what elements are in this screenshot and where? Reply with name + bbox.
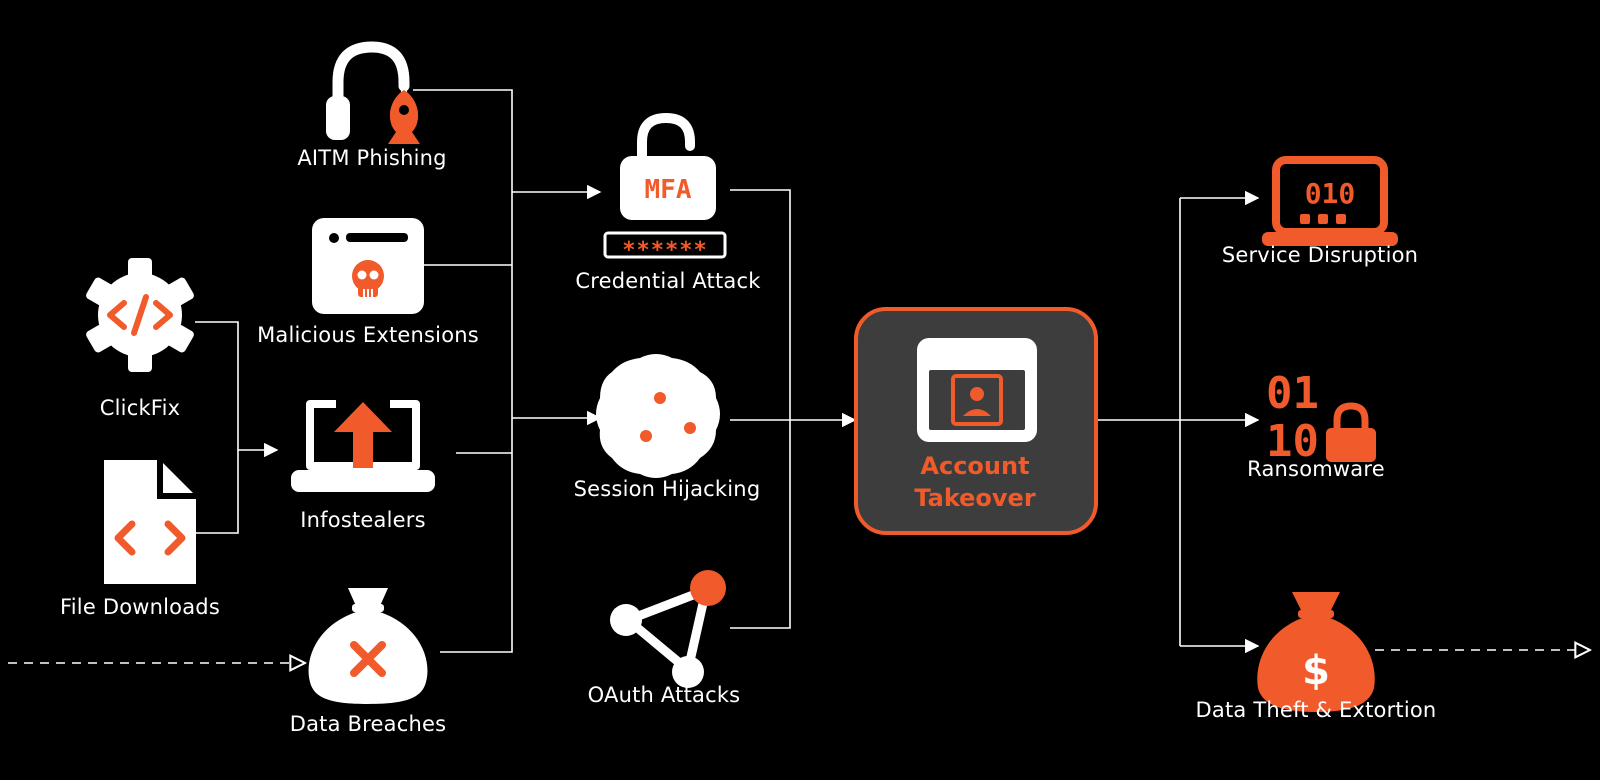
connector-filedownloads-infostealers — [195, 450, 239, 534]
binary-line-2: 10 — [1266, 416, 1319, 467]
connector-credential-ato — [730, 189, 791, 420]
code-file-icon — [104, 460, 196, 584]
node-label-oauth-attacks: OAuth Attacks — [587, 683, 741, 707]
breach-bag-icon — [308, 588, 428, 704]
node-label-session-hijacking: Session Hijacking — [573, 477, 761, 501]
connector-clickfix-infostealers — [195, 321, 279, 458]
account-takeover-line-1: Account — [920, 452, 1030, 480]
currency-symbol: $ — [1302, 648, 1330, 694]
connector-oauth-ato — [730, 420, 791, 629]
cookie-icon — [596, 354, 720, 478]
money-bag-icon: $ — [1257, 592, 1375, 712]
account-window-icon — [917, 338, 1037, 442]
account-takeover-line-2: Takeover — [914, 484, 1036, 512]
node-label-data-breaches: Data Breaches — [289, 712, 447, 736]
mfa-lock-icon: MFA ****** — [603, 112, 727, 263]
phishing-hook-icon — [326, 41, 420, 144]
connector-aitm-bus — [413, 89, 513, 192]
connector-breaches-bus — [440, 418, 513, 653]
node-label-clickfix: ClickFix — [99, 396, 181, 420]
binary-screen-text: 010 — [1305, 177, 1356, 210]
binary-line-1: 01 — [1266, 368, 1319, 419]
laptop-upload-icon — [291, 400, 435, 492]
node-label-data-theft: Data Theft & Extortion — [1195, 698, 1437, 722]
mfa-badge-text: MFA — [645, 175, 692, 205]
oauth-nodes-icon — [610, 570, 726, 688]
code-gear-icon — [86, 258, 194, 372]
binary-lock-icon: 01 10 — [1266, 368, 1376, 467]
binary-laptop-icon: 010 — [1262, 156, 1398, 246]
node-label-credential-attack: Credential Attack — [575, 269, 761, 293]
password-mask-text: ****** — [622, 238, 707, 263]
node-label-ransomware: Ransomware — [1247, 457, 1385, 481]
browser-skull-icon — [312, 218, 424, 314]
node-label-file-downloads: File Downloads — [60, 595, 220, 619]
account-takeover-node — [854, 307, 1098, 535]
node-label-service-disruption: Service Disruption — [1221, 243, 1419, 267]
node-label-infostealers: Infostealers — [300, 508, 426, 532]
connectors — [8, 89, 1590, 663]
node-label-account-takeover: Account Takeover — [855, 450, 1095, 514]
node-label-malicious-extensions: Malicious Extensions — [257, 323, 479, 347]
node-label-aitm-phishing: AITM Phishing — [297, 146, 447, 170]
